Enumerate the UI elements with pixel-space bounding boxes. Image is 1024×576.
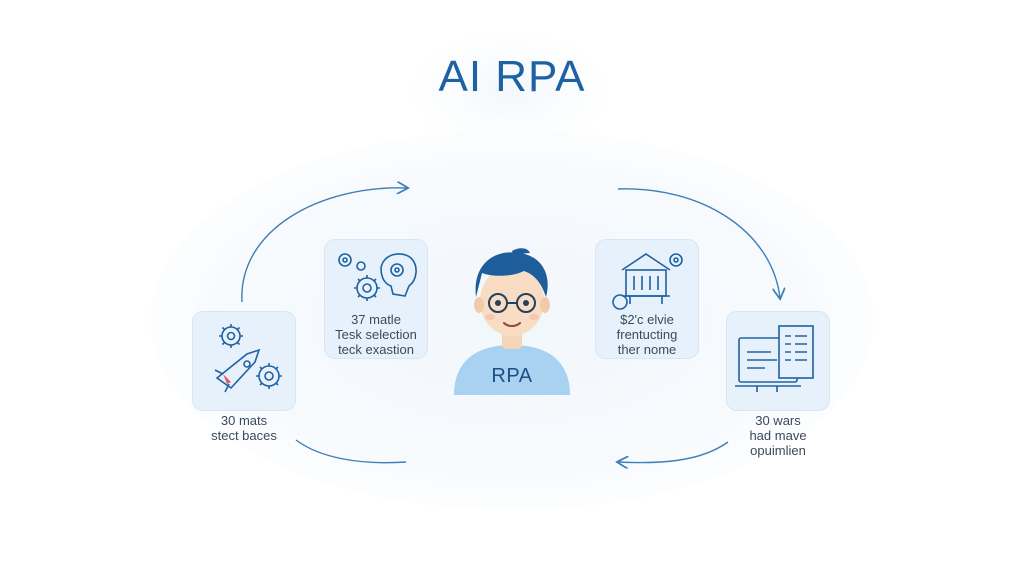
arrow-top-left (241, 188, 407, 303)
step-card-right (727, 312, 829, 410)
arrow-bottom-right (618, 441, 729, 463)
step-line: frentucting (616, 327, 678, 342)
page-title: AI RPA (438, 52, 586, 101)
step-label-right: 30 wars had mave opuimlien (749, 413, 807, 458)
step-card-top-left: 37 matle Tesk selection teck exastion (325, 240, 427, 358)
rpa-person-avatar (454, 248, 570, 395)
gears-brain-icon (338, 253, 417, 301)
arrow-top-right (617, 188, 780, 298)
house-gear-icon (612, 253, 683, 310)
step-line: 37 matle (351, 312, 401, 327)
step-line: ther nome (617, 342, 677, 357)
arrow-bottom-left (295, 439, 407, 464)
title-glow (410, 30, 610, 150)
step-line: Tesk selection (335, 327, 417, 342)
step-label-left: 30 mats stect baces (211, 413, 277, 443)
step-card-top-right: $2'c elvie frentucting ther nome (596, 240, 698, 358)
step-line: teck exastion (338, 342, 414, 357)
person-shirt-label: RPA (491, 365, 533, 387)
step-line: $2'c elvie (620, 312, 674, 327)
gears-rocket-icon (214, 324, 282, 393)
computer-document-icon (735, 325, 814, 392)
step-card-left (193, 312, 295, 410)
